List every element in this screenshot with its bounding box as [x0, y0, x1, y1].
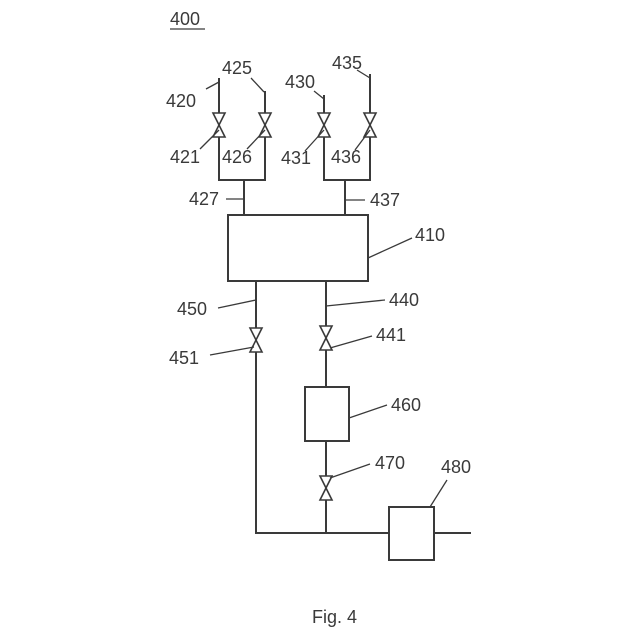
unit-480: [389, 507, 434, 560]
valve-431-symbol: [318, 113, 330, 137]
leader-420: [206, 82, 219, 89]
leader-470: [330, 464, 370, 478]
leader-450: [218, 300, 256, 308]
leader-440: [326, 300, 385, 306]
valve-441-symbol: [320, 326, 332, 350]
valve-470-symbol: [320, 476, 332, 500]
leader-430: [314, 91, 324, 99]
right-inlet-manifold: [324, 75, 370, 215]
label-435: 435: [332, 53, 362, 73]
leader-480: [430, 480, 447, 507]
leader-441: [330, 336, 372, 348]
label-430: 430: [285, 72, 315, 92]
valve-451-symbol: [250, 328, 262, 352]
leader-460: [349, 405, 387, 418]
main-unit-410: [228, 215, 368, 281]
label-420: 420: [166, 91, 196, 111]
leader-421: [200, 130, 219, 149]
label-441: 441: [376, 325, 406, 345]
valve-426-symbol: [259, 113, 271, 137]
valve-436-symbol: [364, 113, 376, 137]
label-437: 437: [370, 190, 400, 210]
label-451: 451: [169, 348, 199, 368]
label-436: 436: [331, 147, 361, 167]
label-421: 421: [170, 147, 200, 167]
label-470: 470: [375, 453, 405, 473]
label-431: 431: [281, 148, 311, 168]
leader-410: [368, 238, 412, 258]
unit-460: [305, 387, 349, 441]
label-425: 425: [222, 58, 252, 78]
label-450: 450: [177, 299, 207, 319]
label-426: 426: [222, 147, 252, 167]
label-410: 410: [415, 225, 445, 245]
leader-451: [210, 347, 254, 355]
label-440: 440: [389, 290, 419, 310]
label-480: 480: [441, 457, 471, 477]
leader-425: [251, 78, 264, 92]
label-460: 460: [391, 395, 421, 415]
label-427: 427: [189, 189, 219, 209]
figure-number: 400: [170, 9, 200, 29]
figure-caption: Fig. 4: [312, 607, 357, 627]
